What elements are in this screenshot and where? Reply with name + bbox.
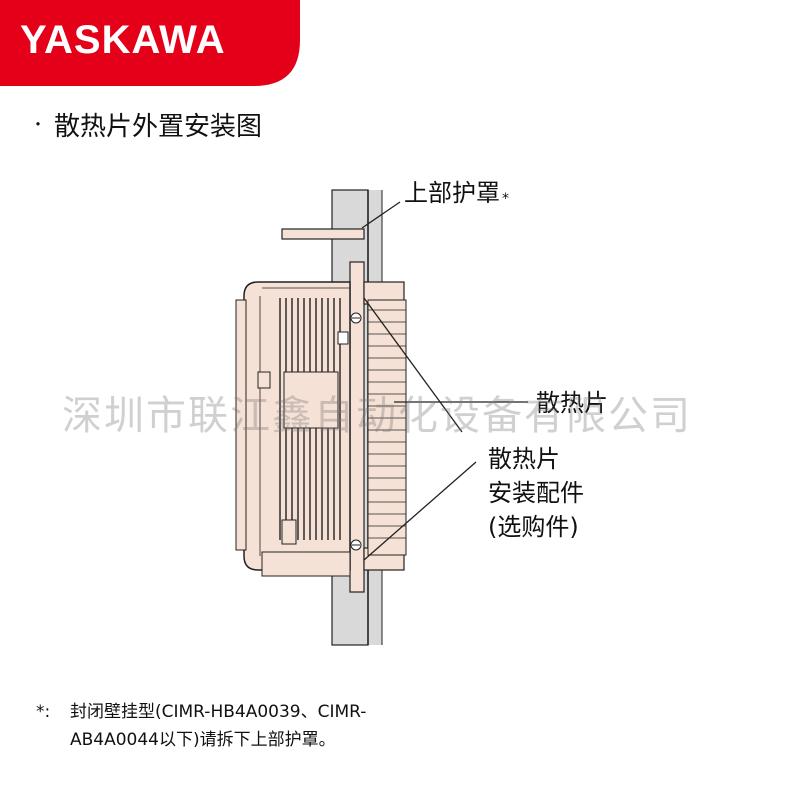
footnote-mark: *:: [36, 702, 51, 722]
footnote-line2: AB4A0044以下)请拆下上部护罩。: [70, 730, 336, 750]
brand-banner-shape: [0, 0, 300, 86]
page-title: ・散热片外置安装图: [30, 106, 262, 143]
leader-lines: [361, 201, 528, 561]
label-top-cover-text: 上部护罩: [404, 179, 500, 207]
label-heatsink: 散热片: [536, 389, 608, 417]
watermark-text: 深圳市联江鑫自动化设备有限公司: [62, 393, 692, 439]
brand-banner: YASKAWA: [0, 0, 300, 86]
footnote-line1: 封闭壁挂型(CIMR-HB4A0039、CIMR-: [70, 702, 367, 722]
heatsink-fins: [367, 299, 407, 556]
label-bracket-line2: 安装配件: [488, 479, 584, 507]
label-bracket-line3: (选购件): [488, 513, 579, 541]
footnote-mark-icon: *: [502, 191, 509, 207]
brand-logo-text: YASKAWA: [20, 18, 226, 62]
mounting-bracket: [349, 261, 405, 593]
drive-body: [235, 281, 351, 577]
label-top-cover: 上部护罩*: [404, 176, 509, 210]
page-title-text: 散热片外置安装图: [54, 112, 263, 142]
bullet-icon: ・: [30, 115, 47, 134]
label-bracket-line1: 散热片: [488, 445, 560, 473]
top-cover-part: [281, 228, 365, 240]
footnote: *: 封闭壁挂型(CIMR-HB4A0039、CIMR- AB4A0044以下)请…: [36, 698, 366, 754]
